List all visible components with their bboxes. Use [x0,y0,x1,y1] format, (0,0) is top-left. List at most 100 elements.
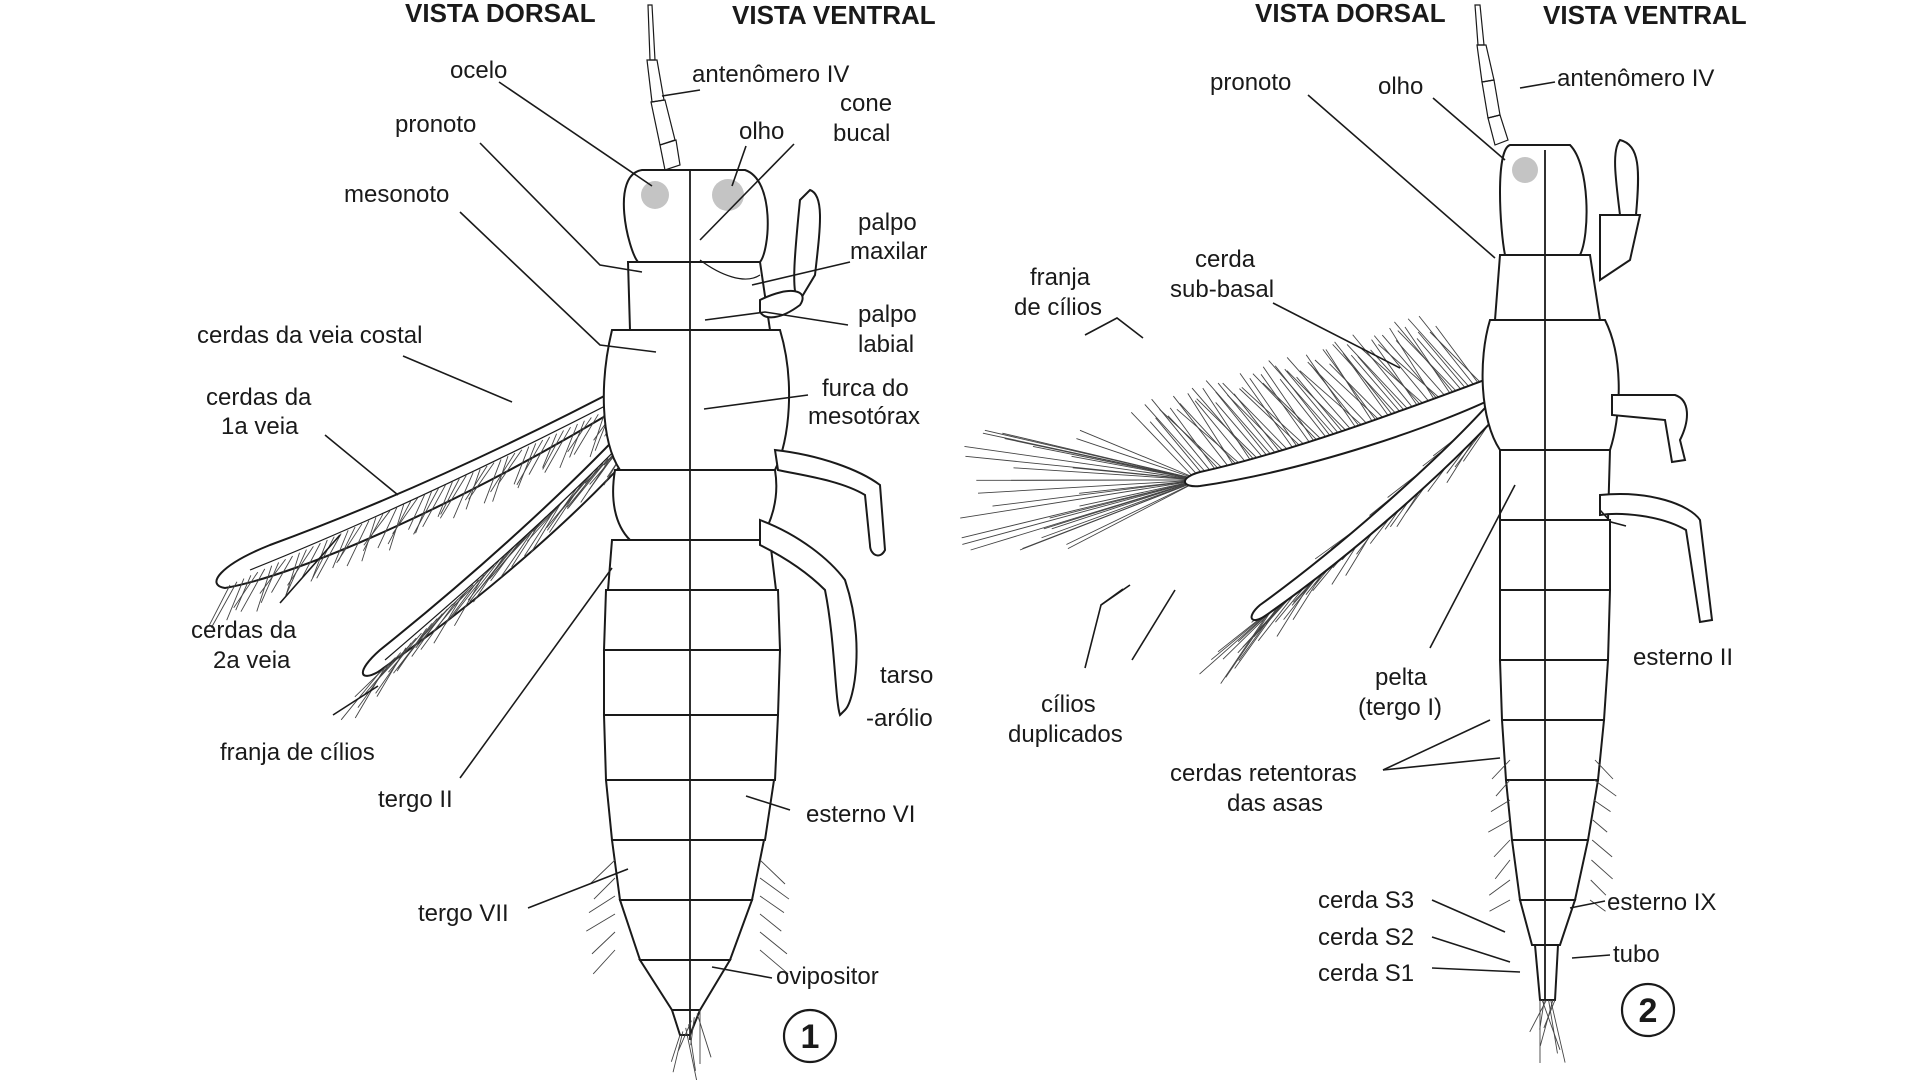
cilium [1417,331,1474,398]
cilium [422,484,446,527]
fig2-label-tubo: tubo [1613,941,1660,968]
cilium [542,430,564,470]
cilium [1404,326,1457,403]
cilium [208,584,231,627]
fig2-label-pronoto: pronoto [1210,69,1291,96]
cilium [1262,382,1327,445]
fig2-number-circle [1620,982,1676,1038]
cilium [1332,344,1403,421]
fig1-label-olho: olho [739,118,784,145]
cilium [1249,378,1302,453]
fig1-label-antenomero-iv: antenômero IV [692,61,849,88]
cilium [1394,321,1461,402]
fig1-label-tergo-ii: tergo II [378,786,453,813]
fig2-abdominal-setae [1488,759,1617,1063]
cilium [1589,899,1606,912]
cilium [1194,400,1251,469]
cilium [332,530,349,569]
cilium [559,423,578,469]
fig2-body-drawing [1474,4,1714,1063]
cilium [310,536,335,582]
cilium [376,647,407,697]
cilium [1238,599,1284,661]
cilium [977,479,1201,494]
cilium [591,931,616,955]
cilium [1490,799,1511,812]
fig1-body-drawing [586,4,887,1080]
cilium [1352,334,1419,415]
cilium [1187,393,1239,473]
cilium [589,410,606,458]
cilium [759,913,782,932]
cilium [670,1034,681,1062]
cilium [1252,373,1323,446]
fig2-label-franja-2: de cílios [1014,294,1102,321]
cilium [354,666,386,719]
cilium [759,877,790,900]
cilium [1013,467,1201,481]
cilium [1529,999,1547,1033]
cilium [569,420,585,458]
cilium [362,513,384,552]
cilium [285,549,307,596]
cilium [1593,799,1611,812]
cilium [1543,999,1556,1029]
cilium [1234,596,1287,669]
cilium [1199,615,1266,675]
cilium [1357,356,1411,418]
fig2-label-cerda-subbasal-2: sub-basal [1170,276,1274,303]
fig1-abdominal-setae [586,859,790,1080]
cilium [396,628,428,672]
cilium [1202,387,1256,467]
fig2-label-cilios-1: cílios [1041,691,1096,718]
cilium [1407,318,1478,397]
cilium [524,506,557,557]
fig1-header-dorsal: VISTA DORSAL [405,0,596,28]
cilium [1179,403,1243,471]
cilium [1494,859,1511,880]
cilium [1541,999,1561,1050]
fig2-header-dorsal: VISTA DORSAL [1255,0,1446,28]
cilium [1051,479,1201,530]
cilium [1144,404,1213,481]
cilium [285,552,300,597]
cilium [439,475,467,519]
cilium [586,913,616,932]
fig1-label-furca-2: mesotórax [808,403,920,430]
cilium [415,491,432,534]
cilium [500,526,536,578]
fig1-label-palpo-maxilar-1: palpo [858,209,917,236]
cilium [1550,999,1566,1063]
cilium [233,571,259,609]
fig1-label-esterno-vi: esterno VI [806,801,915,828]
cilium [759,949,789,975]
cilium [473,555,505,603]
fig2-label-franja-1: franja [1030,264,1091,291]
cilium [511,521,542,568]
cilium [420,598,459,650]
fig1-label-veia2-2: 2a veia [213,647,291,674]
cilium [573,414,599,455]
cilium [301,542,321,578]
cilium [1314,359,1386,426]
cilium [1548,999,1558,1054]
cilium [1022,479,1201,550]
cilium [337,526,356,562]
cilium [970,479,1201,551]
cilium [1539,999,1554,1047]
cilium [256,565,273,612]
cilium [1322,349,1382,427]
cilium [271,555,293,593]
cilium [1233,393,1285,458]
cilium [1594,779,1617,797]
cilium [316,533,342,579]
fig1-label-veia-costal: cerdas da veia costal [197,322,422,349]
cilium [1325,349,1377,429]
fig1-wings-drawing [208,369,670,721]
fig1-label-palpo-labial-2: labial [858,331,914,358]
cilium [346,520,370,567]
fig2-wings-drawing [960,315,1517,684]
figure-2: VISTA DORSAL VISTA VENTRAL [960,0,1747,1063]
cilium [1079,479,1201,507]
